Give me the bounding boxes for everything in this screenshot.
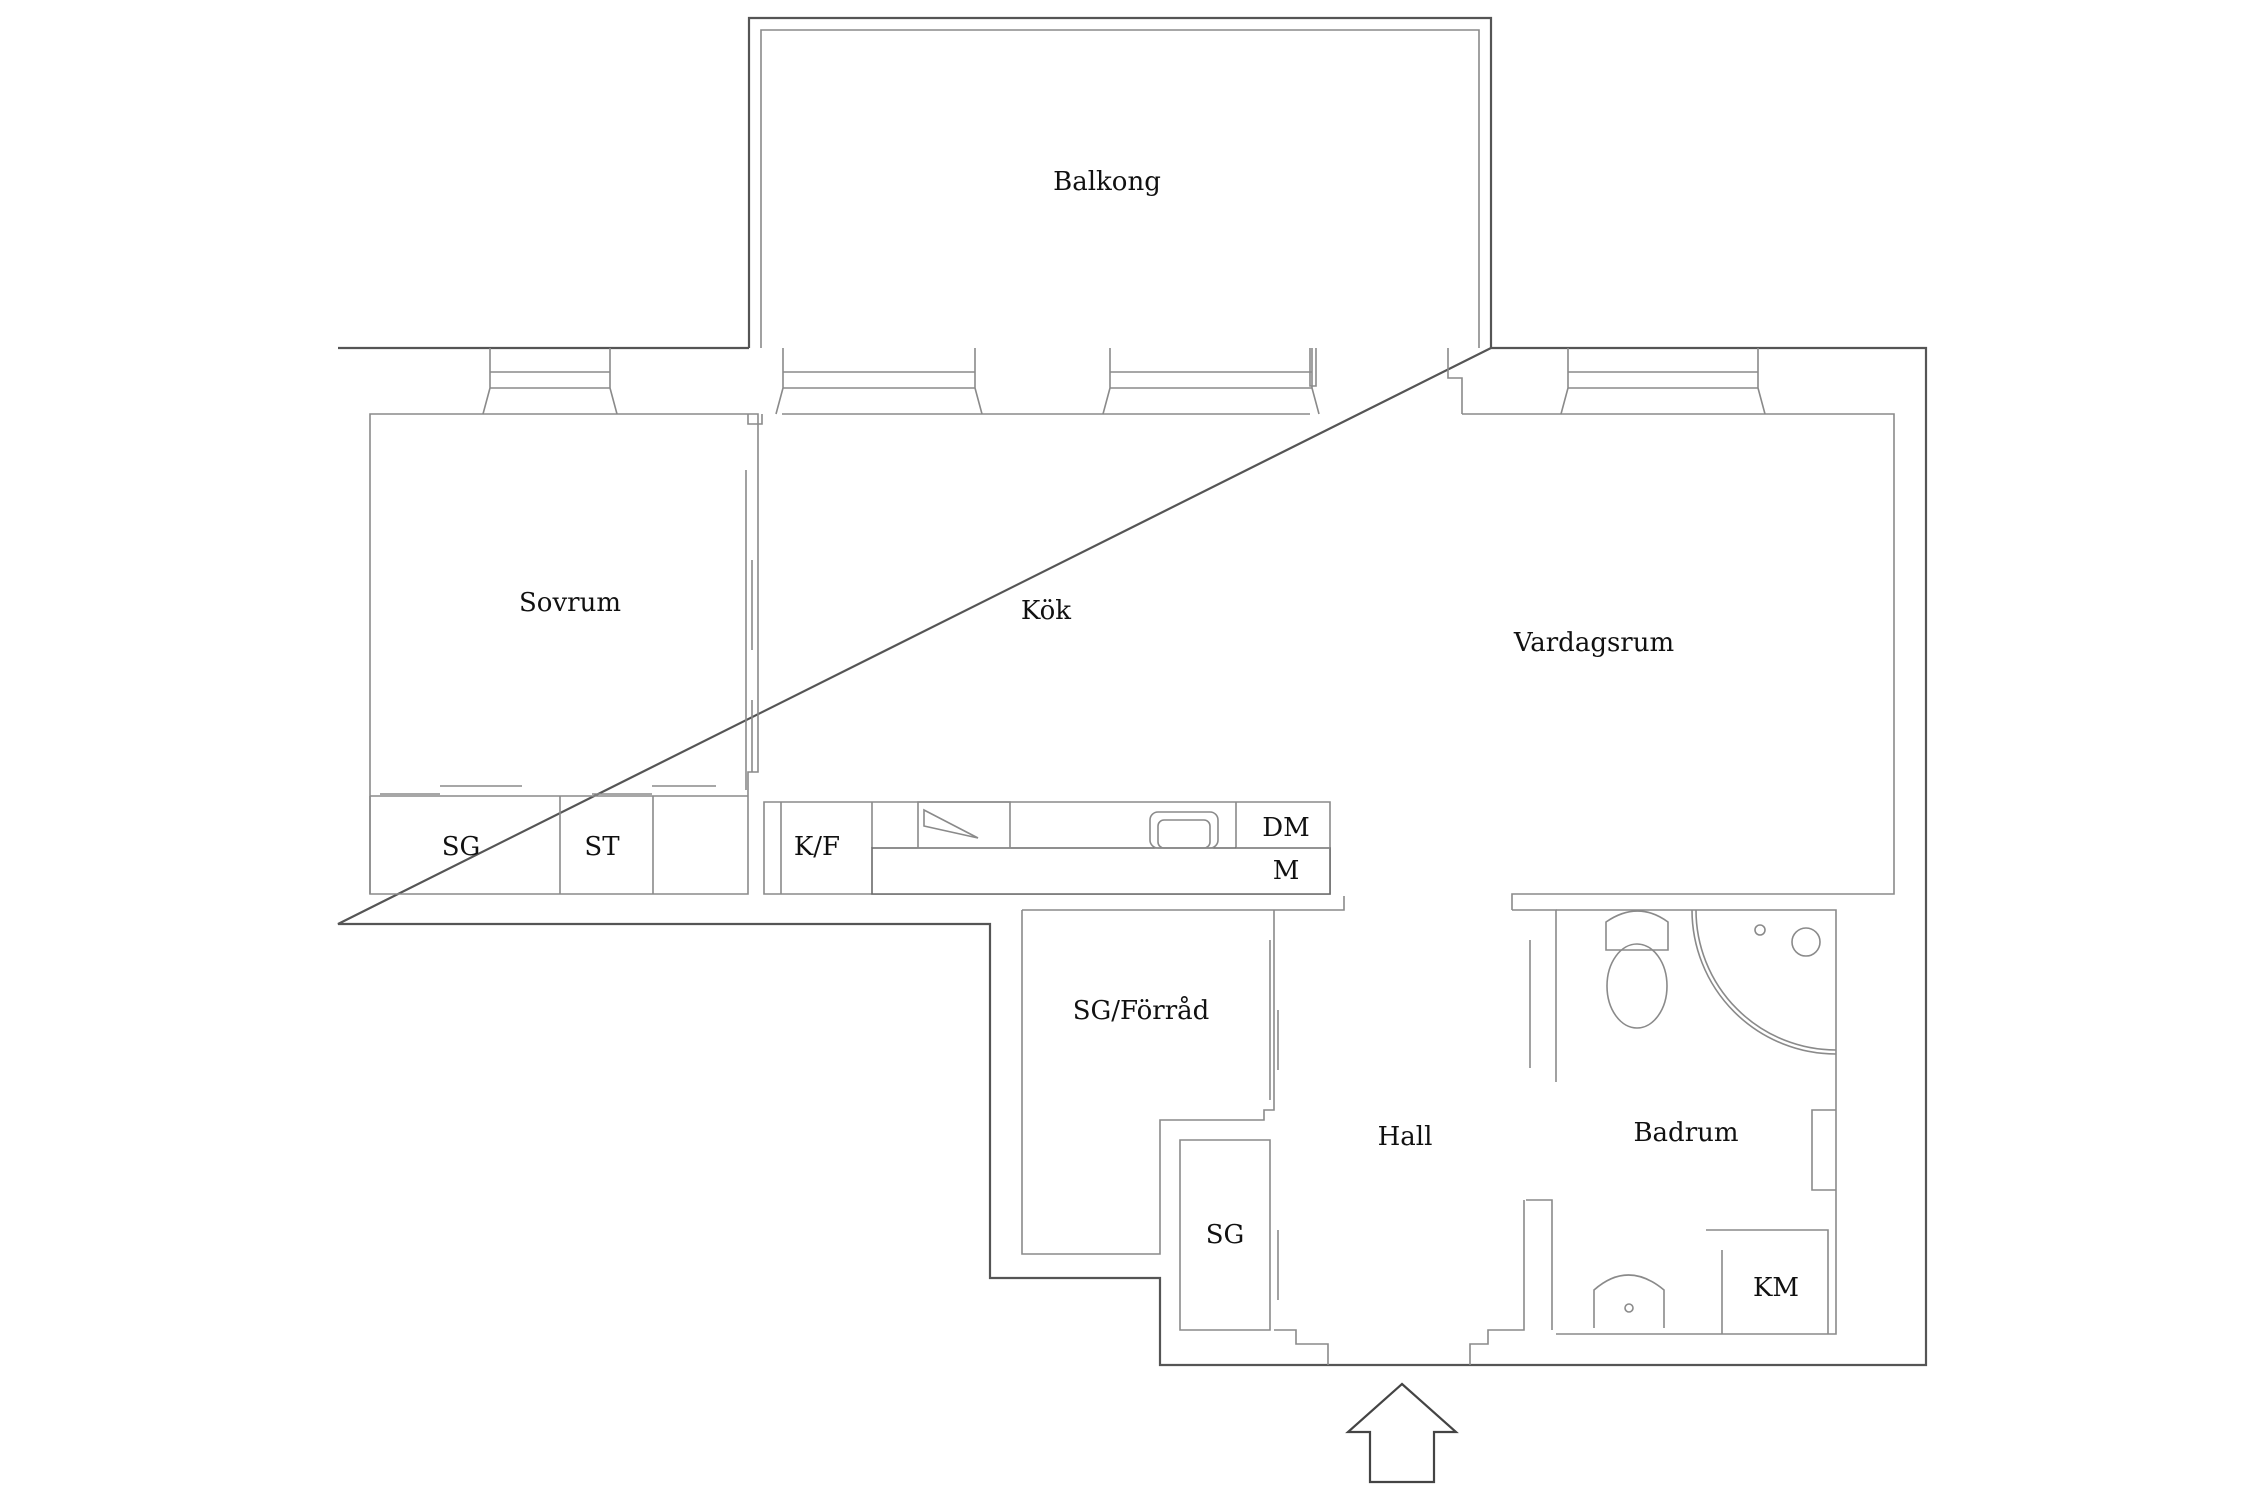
- kitchen-counter: [763, 801, 1331, 895]
- room-label-balkong: Balkong: [1053, 167, 1161, 197]
- room-label-kok: Kök: [1021, 596, 1071, 626]
- hall-walls: [1274, 909, 1557, 1365]
- bathroom: [1556, 909, 1837, 1335]
- room-label-hall: Hall: [1378, 1122, 1433, 1152]
- stove-icon: [917, 801, 1011, 849]
- washbasin-icon: [1593, 1274, 1665, 1328]
- toilet-icon: [1605, 910, 1669, 1029]
- room-label-dm: DM: [1262, 813, 1309, 843]
- windows: [482, 348, 1766, 425]
- room-label-sg-forrad: SG/Förråd: [1073, 995, 1210, 1026]
- shower-icon: [1691, 909, 1837, 1055]
- room-label-st: ST: [584, 832, 620, 862]
- room-label-vardagsrum: Vardagsrum: [1513, 628, 1674, 658]
- room-label-sg-bedroom: SG: [442, 832, 481, 862]
- bedroom-fixtures: [369, 470, 753, 894]
- room-label-m: M: [1273, 856, 1300, 886]
- balcony: [747, 16, 1493, 348]
- room-label-sg-hall: SG: [1206, 1220, 1245, 1250]
- entrance-arrow-icon: [1345, 1382, 1459, 1484]
- room-label-badrum: Badrum: [1633, 1118, 1738, 1148]
- room-label-sovrum: Sovrum: [519, 588, 621, 618]
- sink-icon: [1149, 811, 1219, 849]
- room-label-kf: K/F: [794, 832, 840, 862]
- storage-room: [1021, 910, 1279, 1331]
- room-label-km: KM: [1753, 1273, 1799, 1303]
